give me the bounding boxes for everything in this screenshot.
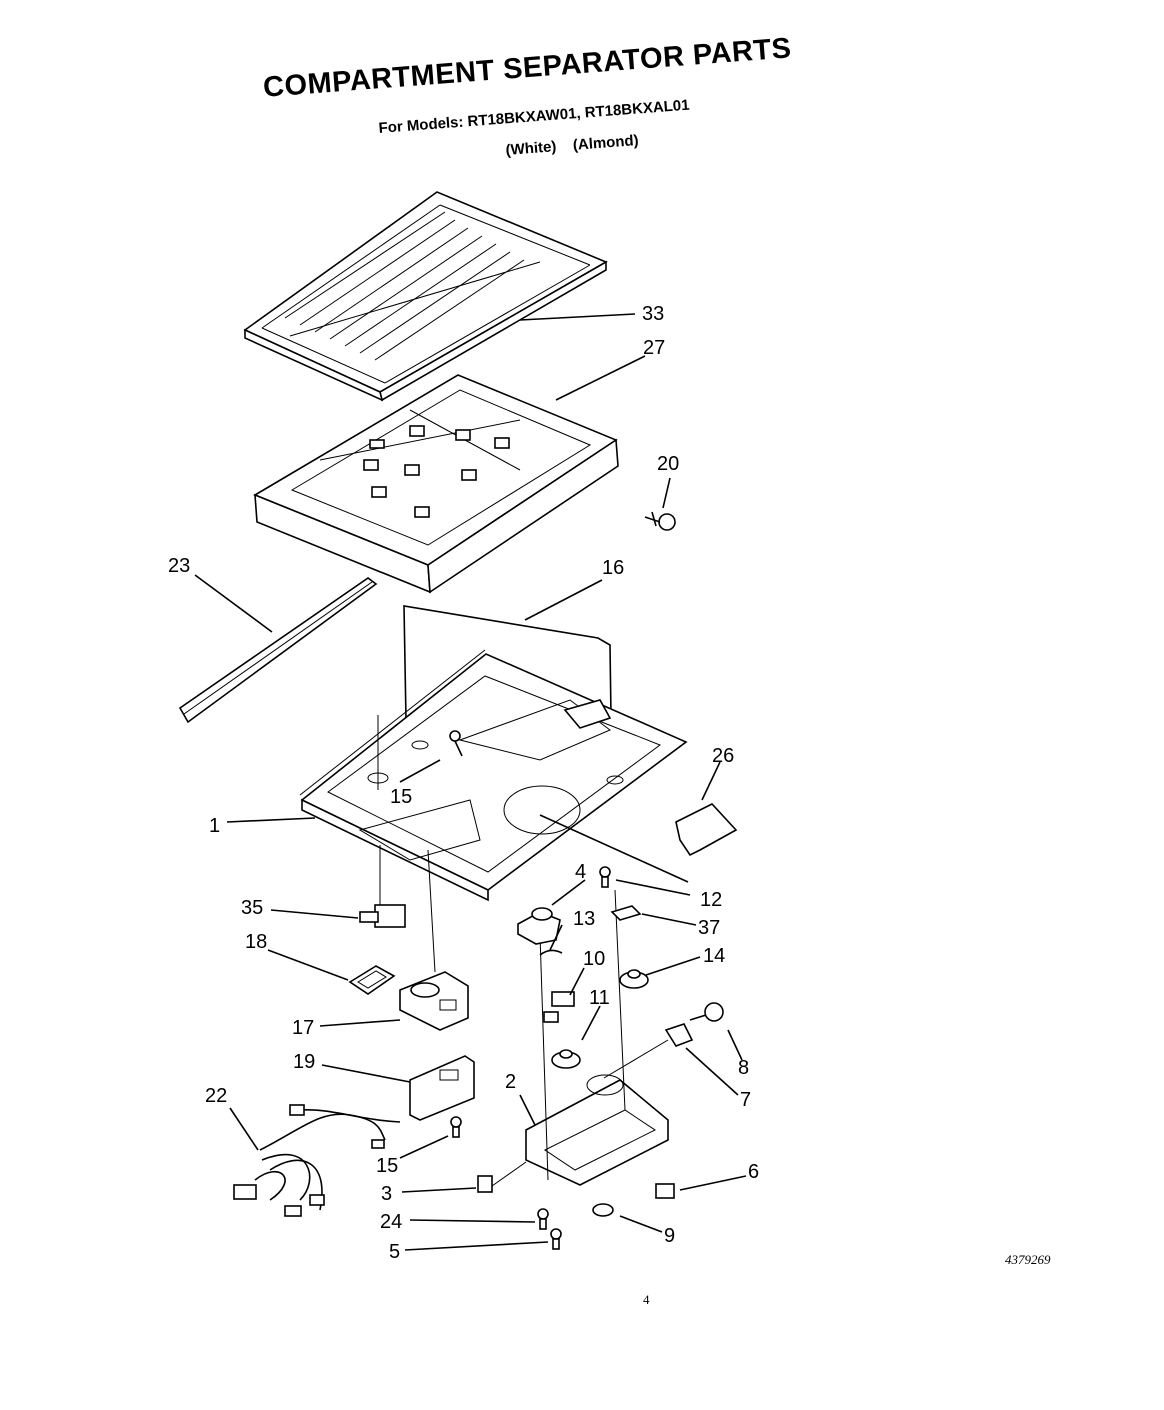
part-1-separator-base bbox=[299, 649, 688, 902]
callout-33: 33 bbox=[642, 303, 664, 325]
callout-3: 3 bbox=[381, 1183, 392, 1205]
part-15-screw-lower bbox=[450, 1116, 462, 1138]
callout-7: 7 bbox=[740, 1089, 751, 1111]
callout-10: 10 bbox=[583, 948, 605, 970]
part-15-screw-upper bbox=[449, 730, 463, 757]
part-24-screw bbox=[537, 1208, 549, 1230]
callout-23: 23 bbox=[168, 555, 190, 577]
part-14-knob bbox=[619, 969, 649, 989]
part-10-thermostat bbox=[543, 991, 575, 1023]
part-26-bracket bbox=[675, 803, 738, 857]
callout-2: 2 bbox=[505, 1071, 516, 1093]
leader-lines bbox=[194, 313, 747, 1251]
part-23-strip bbox=[178, 577, 378, 724]
part-2-control-bracket bbox=[525, 889, 669, 1186]
callout-14: 14 bbox=[703, 945, 725, 967]
part-18-gasket bbox=[348, 965, 396, 995]
part-9-knob bbox=[592, 1203, 614, 1217]
callout-5: 5 bbox=[389, 1241, 400, 1263]
callout-12: 12 bbox=[700, 889, 722, 911]
part-13-spring bbox=[539, 949, 563, 956]
part-8-bulb bbox=[689, 1002, 724, 1022]
callout-16: 16 bbox=[602, 557, 624, 579]
part-19-cover bbox=[409, 1055, 475, 1121]
part-16-wire bbox=[403, 605, 613, 791]
callout-8: 8 bbox=[738, 1057, 749, 1079]
callout-6: 6 bbox=[748, 1161, 759, 1183]
callout-22: 22 bbox=[205, 1085, 227, 1107]
part-33-grille bbox=[243, 191, 608, 402]
part-6-switch bbox=[655, 1183, 675, 1199]
part-37-label bbox=[610, 905, 642, 921]
callout-37: 37 bbox=[698, 917, 720, 939]
callout-18: 18 bbox=[245, 931, 267, 953]
part-17-housing bbox=[379, 845, 469, 1031]
callout-15-upper: 15 bbox=[390, 786, 412, 808]
callout-35: 35 bbox=[241, 897, 263, 919]
callout-15-lower: 15 bbox=[376, 1155, 398, 1177]
callout-20: 20 bbox=[657, 453, 679, 475]
callout-9: 9 bbox=[664, 1225, 675, 1247]
callout-27: 27 bbox=[643, 337, 665, 359]
part-12-screw bbox=[599, 866, 611, 888]
document-number: 4379269 bbox=[1005, 1252, 1051, 1267]
part-4-knob-housing bbox=[517, 907, 561, 945]
part-20-fastener bbox=[644, 511, 676, 531]
callout-24: 24 bbox=[380, 1211, 402, 1233]
callout-1: 1 bbox=[209, 815, 220, 837]
part-22-wiring-harness bbox=[233, 1104, 401, 1217]
page-number: 4 bbox=[643, 1292, 650, 1307]
part-27-frame bbox=[253, 374, 619, 594]
callout-11: 11 bbox=[589, 987, 610, 1009]
callout-13: 13 bbox=[573, 908, 595, 930]
callout-19: 19 bbox=[293, 1051, 315, 1073]
part-11-dial bbox=[551, 1049, 581, 1069]
callout-17: 17 bbox=[292, 1017, 314, 1039]
part-7-socket bbox=[603, 1023, 694, 1079]
part-5-screw bbox=[550, 1228, 562, 1250]
part-35-clip bbox=[359, 904, 406, 928]
callout-26: 26 bbox=[712, 745, 734, 767]
part-3-clip bbox=[477, 1175, 493, 1193]
callout-4: 4 bbox=[575, 861, 586, 883]
